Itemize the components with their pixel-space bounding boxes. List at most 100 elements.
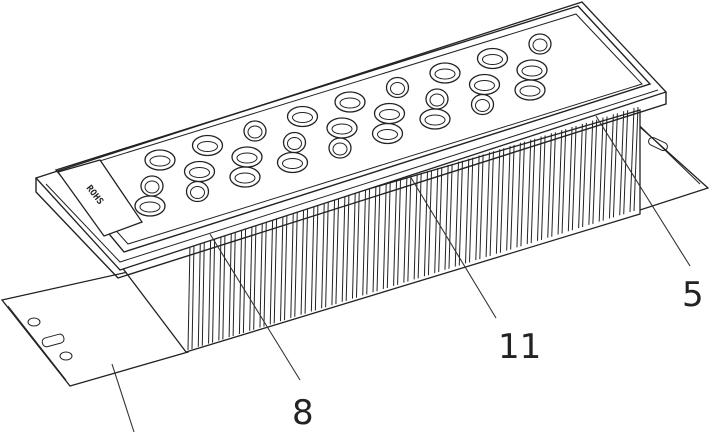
fin-line [228, 231, 232, 338]
leader-5 [595, 115, 691, 267]
fin-line [212, 236, 216, 343]
leader-8 [209, 233, 301, 381]
fin-line [331, 199, 336, 306]
heat-sink [116, 106, 641, 353]
fin-line [222, 233, 226, 340]
fin-line [489, 151, 494, 256]
fin-line [249, 225, 253, 331]
fin-line [506, 145, 511, 251]
lens [191, 134, 224, 157]
fin-line [242, 227, 247, 333]
fin-line [536, 136, 542, 241]
lens [516, 59, 548, 81]
fin-line [598, 117, 604, 222]
fin-line [465, 158, 470, 264]
fin-line [633, 106, 639, 212]
fin-line [208, 237, 212, 344]
fin-line [567, 126, 573, 232]
lens-array [134, 33, 552, 217]
fin-line [495, 149, 501, 254]
bracket-slot-left [27, 317, 41, 327]
lens [231, 146, 263, 168]
fin-line [310, 206, 315, 312]
fin-line [602, 116, 608, 221]
fin-line [530, 138, 536, 244]
fin-line [187, 243, 191, 351]
lens [385, 76, 410, 99]
fin-line [269, 218, 274, 325]
fin-line [407, 176, 412, 282]
fin-line [612, 113, 618, 218]
lens [429, 62, 461, 84]
fin-line [623, 110, 629, 215]
lens [183, 160, 216, 183]
lens [328, 137, 352, 159]
fin-line [382, 183, 387, 290]
fin-line [448, 163, 453, 269]
fin-line [335, 198, 340, 305]
fin-line [588, 120, 594, 225]
lens [185, 180, 210, 203]
fin-line [608, 114, 614, 219]
callout-5: 5 [682, 275, 704, 315]
lens [528, 33, 552, 55]
lens [470, 93, 495, 116]
fin-line [423, 171, 428, 277]
fin-line [294, 211, 298, 317]
fin-line [458, 160, 463, 266]
lens [140, 175, 164, 197]
fin-line [485, 152, 490, 257]
leader-bracket [111, 363, 135, 433]
fin-line [351, 193, 356, 299]
fin-line [479, 154, 484, 260]
fin-line [403, 177, 408, 283]
fin-line [578, 123, 583, 229]
lens [373, 102, 406, 125]
heat-sink-fins [187, 106, 639, 351]
fin-line [280, 215, 284, 322]
lens [144, 149, 176, 171]
fin-line [520, 141, 525, 247]
fin-line [434, 168, 439, 273]
lens [282, 131, 307, 154]
lens [326, 117, 358, 139]
fin-line [551, 132, 556, 237]
fin-line [475, 155, 480, 261]
fin-line [540, 135, 546, 240]
fin-line [582, 122, 587, 228]
bracket-hole [59, 351, 73, 361]
fin-line [290, 212, 294, 318]
fin-line [629, 107, 635, 213]
fin-line [232, 230, 236, 337]
lens [514, 79, 546, 101]
fin-line [325, 201, 329, 308]
fin-line [393, 180, 398, 286]
lens [419, 108, 451, 130]
fin-line [427, 170, 432, 276]
fin-line [314, 205, 319, 311]
fin-line [284, 214, 288, 321]
fin-line [561, 129, 567, 234]
leader-11 [409, 175, 497, 319]
fin-line [345, 195, 350, 301]
lens [243, 120, 267, 142]
lens [276, 151, 309, 174]
fin-line [516, 142, 521, 248]
fin-line [197, 240, 201, 347]
fin-line [201, 239, 205, 346]
end-cap [56, 159, 144, 237]
fin-line [417, 173, 422, 279]
fin-line [397, 179, 402, 285]
callout-11: 11 [498, 327, 541, 367]
bracket-slot-oval [41, 333, 65, 348]
fin-line [304, 208, 309, 314]
fin-line [376, 186, 381, 292]
fin-line [592, 119, 598, 224]
fin-line [571, 125, 577, 231]
fin-line [259, 221, 263, 328]
fin-line [444, 164, 449, 270]
fin-line [273, 217, 278, 324]
fin-line [413, 174, 418, 280]
